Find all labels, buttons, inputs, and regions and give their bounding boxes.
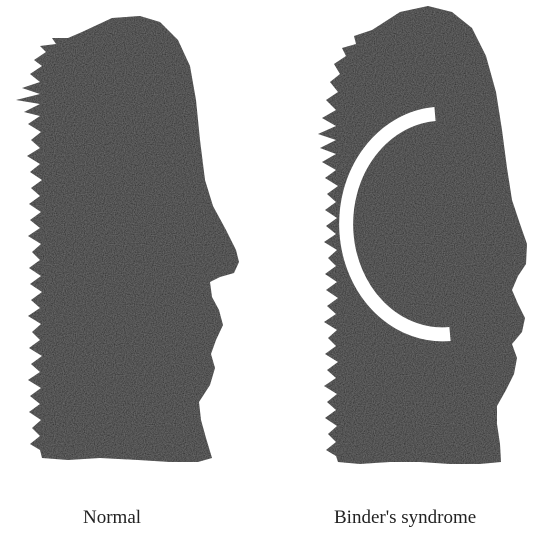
normal-profile: [16, 16, 239, 462]
binder-caption: Binder's syndrome: [334, 507, 476, 529]
normal-silhouette: [16, 16, 239, 462]
binder-profile: [318, 6, 527, 464]
normal-caption: Normal: [83, 507, 141, 529]
